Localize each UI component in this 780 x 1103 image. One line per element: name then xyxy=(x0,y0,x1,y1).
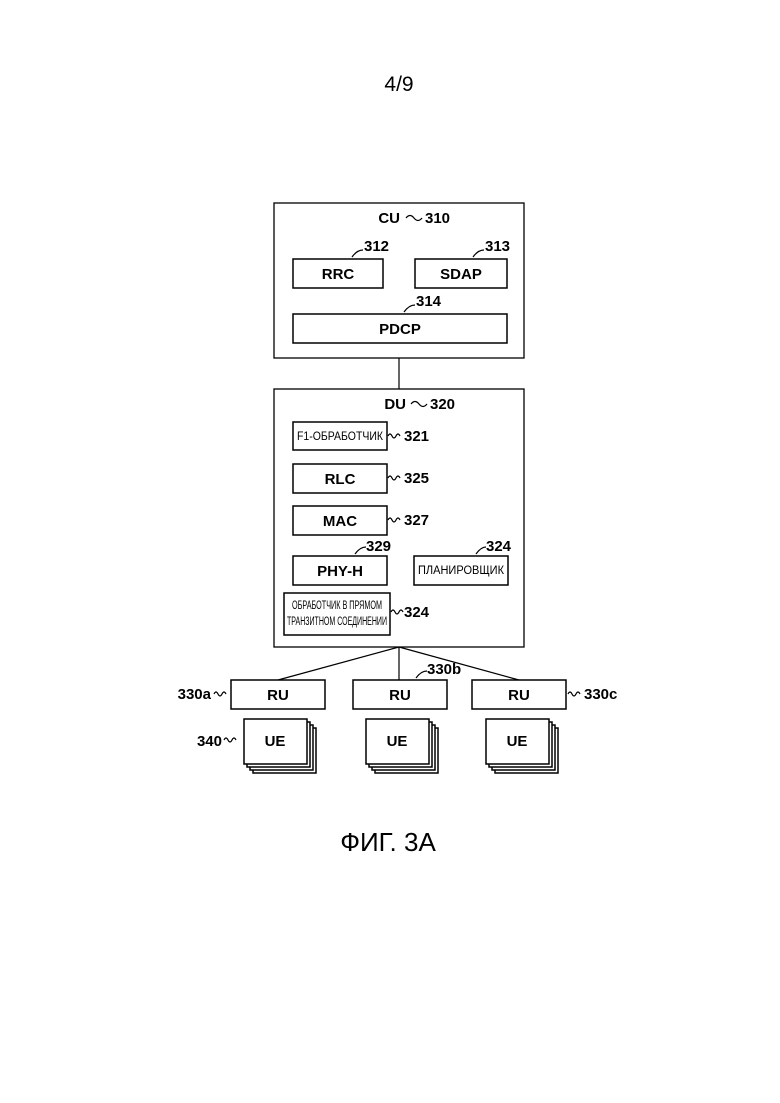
ru-b-label: RU xyxy=(389,687,411,704)
phy-h-ref: 329 xyxy=(366,538,391,555)
page-number: 4/9 xyxy=(384,73,413,96)
rlc-label: RLC xyxy=(325,471,356,488)
sdap-ref: 313 xyxy=(485,238,510,255)
rrc-ref: 312 xyxy=(364,238,389,255)
du-block: DU 320 F1-ОБРАБОТЧИК 321 RLC 325 MAC 327… xyxy=(274,389,524,647)
du-ref: 320 xyxy=(430,396,455,413)
mac-label: MAC xyxy=(323,513,357,530)
ru-block-a: RU 330a xyxy=(178,680,325,709)
fronthaul-handler-label-line1: ОБРАБОТЧИК В ПРЯМОМ xyxy=(292,600,382,612)
ru-block-b: RU 330b xyxy=(353,661,461,709)
rlc-ref: 325 xyxy=(404,470,429,487)
du-label: DU xyxy=(384,396,406,413)
ru-c-ref: 330c xyxy=(584,686,617,703)
scheduler-label: ПЛАНИРОВЩИК xyxy=(418,565,504,577)
ru-b-ref: 330b xyxy=(427,661,461,678)
ru-a-label: RU xyxy=(267,687,289,704)
f1-ref: 321 xyxy=(404,428,429,445)
cu-label: CU xyxy=(378,210,400,227)
cu-ref: 310 xyxy=(425,210,450,227)
ru-a-ref: 330a xyxy=(178,686,212,703)
ue-stack-c: UE xyxy=(486,719,558,773)
figure-caption: ФИГ. 3А xyxy=(340,827,436,857)
f1-handler-label: F1-ОБРАБОТЧИК xyxy=(297,431,383,443)
ue-a-label: UE xyxy=(265,733,286,750)
fronthaul-handler-label-line2: ТРАНЗИТНОМ СОЕДИНЕНИИ xyxy=(287,616,387,628)
ru-c-label: RU xyxy=(508,687,530,704)
pdcp-ref: 314 xyxy=(416,293,442,310)
fronthaul-ref: 324 xyxy=(404,604,430,621)
ue-ref-leader xyxy=(224,738,236,742)
ue-b-label: UE xyxy=(387,733,408,750)
pdcp-label: PDCP xyxy=(379,321,421,338)
phy-h-label: PHY-H xyxy=(317,563,363,580)
ru-c-ref-leader xyxy=(568,692,580,696)
ru-b-ref-leader xyxy=(416,671,427,678)
scheduler-ref: 324 xyxy=(486,538,512,555)
ue-stack-b: UE xyxy=(366,719,438,773)
ue-ref: 340 xyxy=(197,733,222,750)
ru-a-ref-leader xyxy=(214,692,226,696)
rrc-label: RRC xyxy=(322,266,355,283)
cu-block: CU 310 RRC 312 SDAP 313 PDCP 314 xyxy=(274,203,524,358)
ru-block-c: RU 330c xyxy=(472,680,617,709)
sdap-label: SDAP xyxy=(440,266,482,283)
du-ru-link-a xyxy=(278,647,399,680)
ue-c-label: UE xyxy=(507,733,528,750)
mac-ref: 327 xyxy=(404,512,429,529)
ue-stack-a: UE 340 xyxy=(197,719,316,773)
